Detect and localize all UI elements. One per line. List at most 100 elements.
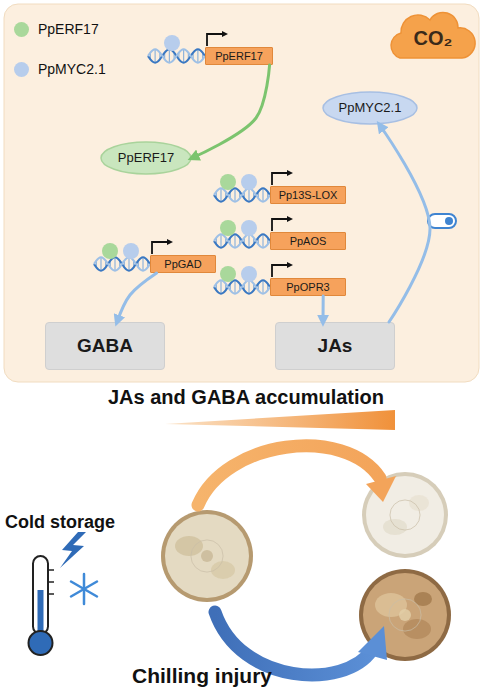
fruit-slice: [161, 510, 253, 602]
fruit-flesh: [165, 514, 249, 598]
metabolite-box: GABA: [45, 322, 165, 370]
promoter-arrow: [272, 219, 290, 231]
base-pair: [248, 234, 249, 248]
flesh-spot: [383, 519, 407, 535]
base-pair: [114, 257, 115, 271]
node-text: PpAOS: [290, 235, 327, 247]
scale-tick: [48, 593, 54, 595]
fruit-slice: [359, 569, 451, 661]
dna-strand: [214, 234, 270, 247]
cloud-shape: [391, 12, 475, 58]
injury-path-head: [358, 626, 387, 660]
legend-text: PpERF17: [38, 21, 99, 37]
base-pair: [220, 280, 221, 294]
node-text: PpERF17: [215, 50, 263, 62]
snowflake-icon: [71, 574, 97, 604]
promoter-arrow: [272, 265, 290, 277]
bound-factor: [164, 35, 180, 51]
node-text: PpGAD: [164, 258, 201, 270]
base-pair: [183, 49, 184, 63]
base-pair: [248, 280, 249, 294]
dna-strand: [94, 257, 150, 270]
regulation-arrow: [322, 296, 325, 322]
thermometer-bulb: [29, 631, 53, 655]
fruit-core: [191, 540, 223, 572]
thermometer-icon: [29, 556, 55, 655]
ellipse-shape: [323, 92, 417, 124]
promoter-arrow: [152, 242, 170, 254]
gene-box: PpOPR3: [270, 278, 346, 296]
bound-factor: [220, 220, 236, 236]
fruit-rim: [359, 569, 451, 661]
regulation-arrow: [192, 65, 270, 158]
fruit-rim: [161, 510, 253, 602]
base-pair: [234, 188, 235, 202]
accumulation-wedge: [165, 410, 395, 430]
flesh-spot: [403, 619, 431, 639]
bound-factor: [241, 266, 257, 282]
fruit-core: [389, 599, 421, 631]
dna-strand: [148, 49, 205, 62]
base-pair: [262, 188, 263, 202]
ellipse-shape: [101, 142, 191, 174]
fruit-slice: [362, 472, 448, 558]
bound-factor: [102, 243, 118, 259]
dna-strand: [94, 257, 150, 270]
co2-cloud: CO₂: [384, 6, 476, 62]
protein-ellipse: PpMYC2.1: [322, 91, 418, 125]
lightning-bolt: [60, 532, 86, 568]
flesh-spot: [399, 609, 411, 621]
fruit-rim: [362, 472, 448, 558]
gene-box: PpGAD: [150, 255, 216, 273]
base-pair: [197, 49, 198, 63]
base-pair: [142, 257, 143, 271]
node-text: PpERF17: [118, 151, 174, 165]
base-pair: [234, 234, 235, 248]
normal-path-arc: [198, 446, 380, 505]
regulation-arrow: [380, 125, 430, 322]
base-pair: [220, 188, 221, 202]
metabolite-box: JAs: [275, 322, 395, 370]
node-text: GABA: [77, 336, 133, 357]
dna-strand: [214, 280, 270, 293]
dna-icons: [94, 34, 290, 294]
regulation-arrow: [117, 273, 157, 322]
base-pair: [155, 49, 156, 63]
fruit-flesh: [366, 476, 444, 554]
base-pair: [220, 234, 221, 248]
promoter-arrow: [207, 34, 225, 46]
toggle-body: [428, 214, 456, 228]
bound-factor: [241, 220, 257, 236]
base-pair: [169, 49, 170, 63]
dna-strand: [214, 234, 270, 247]
figure-label: JAs and GABA accumulation: [108, 386, 384, 409]
bound-factor: [123, 243, 139, 259]
bound-factor: [220, 174, 236, 190]
toggle-switch: [428, 214, 456, 228]
dna-strand: [214, 188, 270, 201]
legend-swatch: [14, 62, 29, 77]
node-text: CO₂: [414, 27, 453, 49]
gene-box: PpAOS: [270, 232, 346, 250]
scale-tick: [48, 569, 54, 571]
node-text: JAs: [318, 336, 353, 357]
node-text: PpMYC2.1: [339, 101, 402, 115]
legend-swatch: [14, 22, 29, 37]
node-text: Pp13S-LOX: [279, 189, 338, 201]
scale-tick: [48, 581, 54, 583]
legend-text: PpMYC2.1: [38, 61, 106, 77]
cell-panel: [4, 4, 479, 382]
base-pair: [262, 280, 263, 294]
dna-strand: [214, 188, 270, 201]
flesh-spot: [201, 550, 213, 562]
gene-box: PpERF17: [205, 47, 273, 65]
protein-ellipse: PpERF17: [100, 141, 192, 175]
figure-label: Chilling injury: [132, 664, 272, 688]
figure-label: Cold storage: [5, 512, 115, 533]
toggle-knob: [445, 217, 453, 225]
node-text: PpOPR3: [286, 281, 329, 293]
gene-box: Pp13S-LOX: [270, 186, 346, 204]
